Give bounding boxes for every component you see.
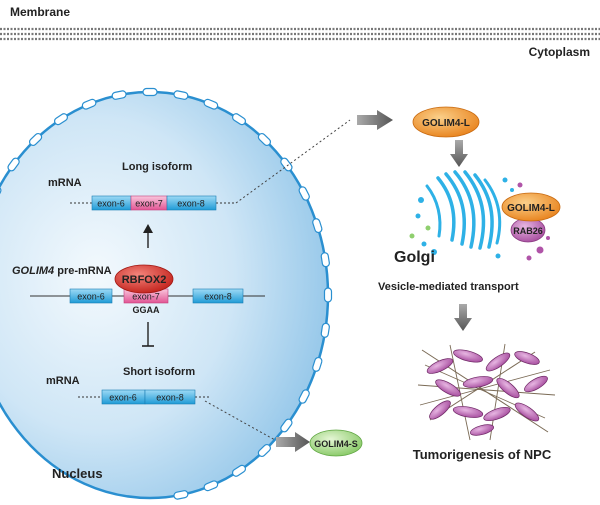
short-exon-8-label: exon-8 [156,393,184,403]
long-isoform-mrna: exon-6 exon-7 exon-8 [70,195,236,211]
long-exon-8 [166,195,217,211]
membrane-label: Membrane [10,5,70,19]
cell-membrane [0,27,600,41]
nuclear-pore [312,356,323,372]
long-isoform-title: Long isoform [122,161,192,173]
nuclear-pore [257,443,272,458]
pre-exon-7-label: exon-7 [132,292,160,302]
nuclear-pore [312,218,323,234]
golim4-s-protein: GOLIM4-S [309,429,363,457]
rbfox2-label: RBFOX2 [122,274,167,286]
vesicle-transport-label: Vesicle-mediated transport [378,281,519,293]
long-isoform-connector [235,119,351,204]
long-mrna-label: mRNA [48,177,82,189]
nuclear-pore [7,157,20,172]
tumor-cells [417,343,556,441]
nuclear-pore [173,490,189,500]
golim4-l-label: GOLIM4-L [422,118,470,129]
nuclear-pore [142,87,158,97]
pre-exon-8 [192,288,244,304]
nuclear-pore [173,90,189,100]
nucleus-label: Nucleus [52,466,103,481]
short-exon-8 [144,389,196,405]
cytoplasm-label: Cytoplasm [529,45,590,59]
nuclear-pore [280,418,293,433]
nuclear-pore [257,132,272,147]
nuclear-pore [203,98,219,110]
golim4-l-golgi-label: GOLIM4-L [507,203,555,214]
nuclear-pore [203,480,219,492]
inhibit-arrow [142,322,154,347]
translation-arrow-long [357,110,393,130]
nuclear-pores [0,87,333,500]
short-isoform-mrna: exon-6 exon-8 [78,389,210,405]
golgi-label: Golgi [394,249,435,266]
short-exon-6-label: exon-6 [109,393,137,403]
arrow-to-golgi [450,140,468,167]
rab26-label: RAB26 [513,226,543,236]
nuclear-pore [298,186,310,201]
pre-exon-6 [69,288,113,304]
pre-mrna-label: GOLIM4 pre-mRNA [12,265,112,277]
nuclear-pore [280,157,293,172]
pre-mrna: exon-6 exon-7 exon-8 GGAA [30,288,265,315]
short-mrna-label: mRNA [46,375,80,387]
long-exon-6-label: exon-6 [97,199,125,209]
nuclear-pore [81,98,97,110]
long-exon-7-label: exon-7 [135,199,163,209]
nuclear-pore [298,389,310,404]
translation-arrow-short [276,432,310,452]
long-exon-8-label: exon-8 [177,199,205,209]
pre-exon-8-label: exon-8 [204,292,232,302]
nuclear-pore [320,322,330,338]
rab26-protein: RAB26 [510,217,546,243]
nuclear-pore [323,287,333,303]
tumorigenesis-label: Tumorigenesis of NPC [413,447,552,462]
ggaa-motif-label: GGAA [133,305,161,315]
pre-exon-6-label: exon-6 [77,292,105,302]
golim4-s-label: GOLIM4-S [314,439,358,449]
golim4-l-golgi-protein: GOLIM4-L [501,192,561,222]
golgi-apparatus [409,170,550,261]
golim4-l-protein: GOLIM4-L [412,106,480,138]
nuclear-pore [28,132,43,147]
nuclear-pore [231,113,247,126]
short-isoform-title: Short isoform [123,366,195,378]
nuclear-pore [53,113,69,126]
nuclear-pore [320,252,330,268]
promote-arrow [143,224,153,248]
rbfox2-protein: RBFOX2 [114,264,174,294]
arrow-to-tumor [454,304,472,331]
nuclear-pore [111,90,127,100]
